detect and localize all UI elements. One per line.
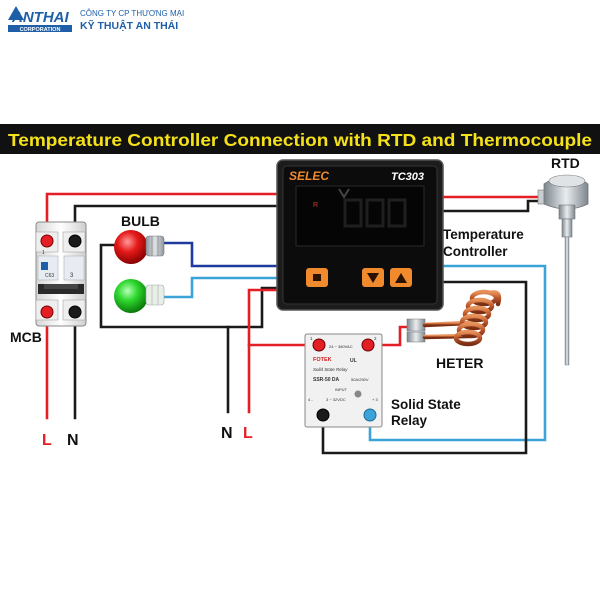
company-line-2: KỸ THUẬT AN THÁI [80, 19, 178, 32]
ssr-label-line1: Solid State [391, 397, 461, 412]
controller-label-line1: Temperature [443, 227, 524, 242]
supply-n-label: N [221, 425, 233, 442]
wire-black-bulb-common [99, 243, 279, 329]
ssr-cert: UL [350, 358, 357, 364]
wire-black-controller-to-rtd [441, 199, 540, 213]
ssr-input-label: INPUT [335, 387, 348, 392]
supply-l-label: L [243, 425, 253, 442]
title-bar [0, 124, 600, 154]
ssr-label-line2: Relay [391, 413, 428, 428]
bulb-red-icon [114, 230, 165, 264]
controller-indicator: R [313, 202, 318, 209]
mcb-l-label: L [42, 432, 52, 449]
ssr-model: SSR-50 DA [313, 377, 340, 383]
controller-label-line2: Controller [443, 244, 508, 259]
mcb-pole-left: 1 [42, 250, 45, 256]
ssr-rating: 50A/250V [351, 377, 369, 382]
mcb-label: MCB [10, 329, 42, 345]
controller-model: TC303 [391, 171, 424, 183]
ssr-load-range: 24 ~ 380VAC [329, 344, 353, 349]
bulb-green-icon [114, 279, 165, 313]
logo-sub-text: CORPORATION [20, 27, 61, 33]
diagram-title: Temperature Controller Connection with R… [8, 130, 592, 150]
controller-brand: SELEC [289, 169, 329, 183]
heater-coil-icon [406, 289, 502, 347]
ssr-term3: + 3 [372, 397, 378, 402]
wire-black-mcb-to-controller [73, 204, 279, 226]
wire-black-ssr-input [321, 280, 528, 455]
ssr-subtitle: Solid State Relay [313, 367, 348, 372]
ssr-term1: 1 [310, 336, 313, 341]
ssr-input-range: 3 ~ 32VDC [326, 397, 346, 402]
company-logo: ANTHAI CORPORATION [8, 6, 72, 33]
wires [45, 192, 547, 455]
mcb-n-label: N [67, 432, 79, 449]
wire-lightblue-greenbulb [161, 276, 279, 299]
wire-red-supply-l [247, 288, 279, 414]
rtd-sensor-icon [537, 174, 589, 366]
logo-text: ANTHAI [11, 9, 69, 26]
ssr-term2: 2 [374, 336, 377, 341]
ssr-brand: FOTEK [313, 357, 332, 363]
company-line-1: CÔNG TY CP THƯƠNG MẠI [80, 9, 184, 18]
wire-blue-redbulb [161, 241, 279, 268]
mcb-breaker-icon: C63 3 1 [35, 221, 87, 327]
bulb-label: BULB [121, 213, 160, 229]
temperature-controller-icon: SELEC TC303 R [276, 159, 444, 311]
heater-label: HETER [436, 355, 483, 371]
wire-lightblue-ssr-input [368, 264, 547, 442]
wire-red-ssr-to-heater [366, 325, 414, 347]
rtd-label: RTD [551, 155, 580, 171]
mcb-pole-right: 3 [70, 273, 74, 279]
logo-mark-icon [8, 6, 24, 20]
wire-red-mcb-to-controller [45, 192, 279, 226]
ssr-relay-icon: 1 2 24 ~ 380VAC FOTEK UL Solid State Rel… [304, 333, 383, 428]
mcb-rating: C63 [45, 273, 54, 279]
ssr-term4: 4 - [308, 397, 313, 402]
